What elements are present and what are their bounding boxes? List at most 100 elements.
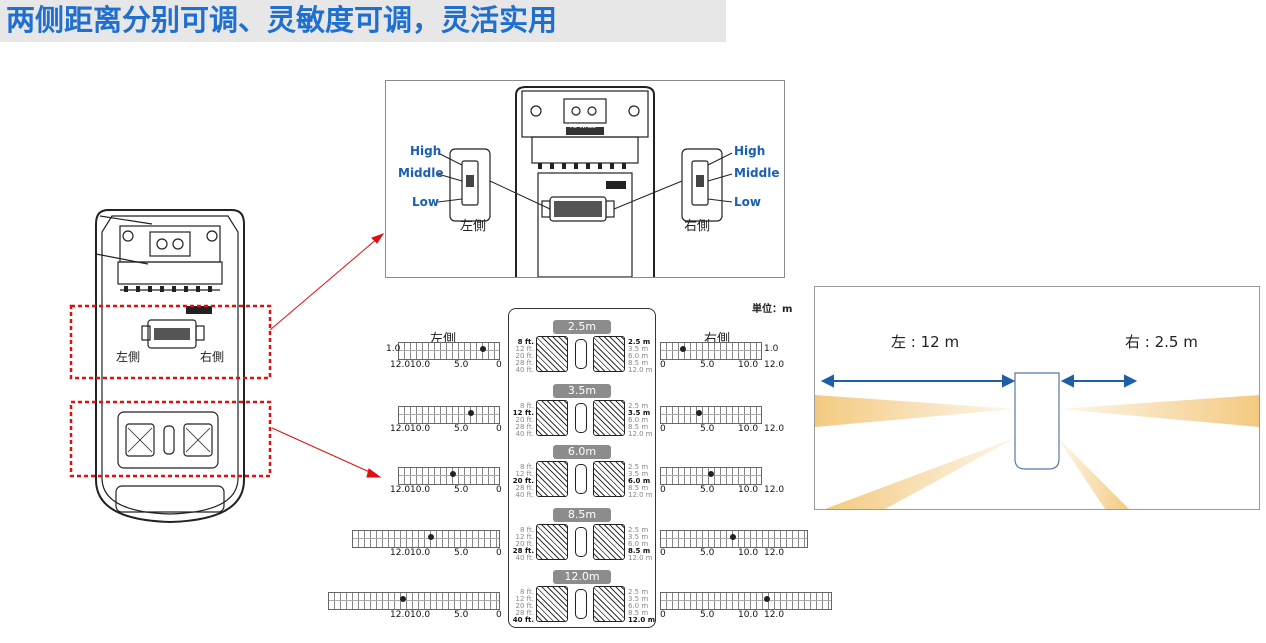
ft-label: 12 ft. [512,409,534,417]
sensor-window-icon [593,461,625,497]
right-range-bar [660,592,832,610]
ft-label: 20 ft. [515,416,534,424]
range-badge: 12.0m [553,570,611,584]
left-tick-label: 12.0 [390,360,411,370]
ft-label: 28 ft. [512,547,534,555]
left-tick-label: 10.0 [410,610,431,620]
right-tick-label: 0 [660,548,666,558]
right-sensitivity-marker [730,534,736,540]
m-label: 6.0 m [628,477,651,485]
left-tick-label: 10.0 [410,548,431,558]
right-tick-label: 10.0 [738,485,759,495]
arrow-right-icon [1002,374,1016,388]
m-label: 3.5 m [628,470,649,478]
left-tick-label: 5.0 [454,424,469,434]
m-label: 12.0 m [628,491,653,499]
ft-label: 20 ft. [515,540,534,548]
sensor-device-illustration [69,209,272,524]
m-label: 6.0 m [628,416,649,424]
left-middle-label: Middle [398,166,444,180]
left-low-label: Low [412,195,439,209]
sensor-window-icon [536,400,568,436]
m-label: 3.5 m [628,533,649,541]
ft-label: 40 ft. [515,491,534,499]
switch-detail-panel: High Middle Low High Middle Low 左側 右側 TO… [385,80,785,278]
left-sensitivity-marker [468,410,474,416]
m-label: 3.5 m [628,345,649,353]
device-right-label: 右側 [200,350,225,364]
unit-label: 単位：m [752,304,793,315]
ft-label: 8 ft. [520,588,534,596]
ft-label: 8 ft. [520,526,534,534]
left-sensitivity-marker [450,471,456,477]
ft-label: 12 ft. [515,595,534,603]
coverage-beams [815,372,1259,509]
m-label: 2.5 m [628,463,649,471]
sensor-center-icon [575,403,587,433]
sensor-window-icon [536,461,568,497]
arrow-right-icon [1124,374,1138,388]
m-label: 6.0 m [628,540,649,548]
m-label: 2.5 m [628,402,649,410]
arrow-head-icon [366,468,382,478]
m-label: 2.5 m [628,588,649,596]
left-tick-label: 12.0 [390,424,411,434]
left-tick-label: 0 [496,360,502,370]
m-label: 2.5 m [628,338,651,346]
sensor-window-icon [536,336,568,372]
left-distance-label: 左 : 12 m [891,333,960,351]
sensor-center-icon [575,589,587,619]
left-range-bar [352,530,500,548]
page-title: 两侧距离分别可调、灵敏度可调，灵活实用 [6,3,558,37]
left-sensitivity-marker [480,346,486,352]
ft-label: 28 ft. [515,484,534,492]
right-tick-label: 12.0 [764,548,785,558]
right-tick-label: 5.0 [700,548,715,558]
ft-label: 28 ft. [515,423,534,431]
sensor-window-icon [593,400,625,436]
right-tick-label: 0 [660,424,666,434]
arrow-head-icon [371,233,385,244]
ft-label: 20 ft. [512,477,534,485]
right-low-label: Low [734,195,761,209]
left-sensitivity-marker [400,596,406,602]
sensor-column [508,308,656,628]
right-tick-label: 10.0 [738,360,759,370]
right-tick-label: 0 [660,610,666,620]
ft-label: 12 ft. [515,470,534,478]
m-label: 12.0 m [628,554,653,562]
left-tick-label: 5.0 [454,485,469,495]
right-tick-label: 0 [660,360,666,370]
m-label: 12.0 m [628,366,653,374]
to-wall-text: TO WALL [569,123,596,130]
arrow-left-icon [1060,374,1074,388]
sensor-window-icon [593,586,625,622]
sensor-window-icon [536,524,568,560]
ft-label: 28 ft. [515,609,534,617]
m-label: 8.5 m [628,359,649,367]
right-tick-label: 12.0 [764,424,785,434]
m-label: 12.0 m [628,430,653,438]
left-tick-label: 5.0 [454,360,469,370]
range-badge: 3.5m [553,384,611,398]
title-banner: 两侧距离分别可调、灵敏度可调，灵活实用 [0,0,726,42]
sensor-center-icon [575,464,587,494]
m-label: 6.0 m [628,602,649,610]
ft-label: 20 ft. [515,352,534,360]
right-tick-label: 12.0 [764,485,785,495]
arrow-left-icon [820,374,834,388]
switch-left-side-label: 左側 [460,219,487,234]
right-top-value: 1.0 [764,344,779,354]
sensor-center-icon [575,527,587,557]
m-label: 8.5 m [628,484,649,492]
m-label: 2.5 m [628,526,649,534]
device-left-label: 左側 [116,350,141,364]
switch-detail-drawing [437,86,733,277]
range-badge: 2.5m [553,320,611,334]
right-distance-label: 右 : 2.5 m [1125,333,1198,351]
right-sensitivity-marker [680,346,686,352]
